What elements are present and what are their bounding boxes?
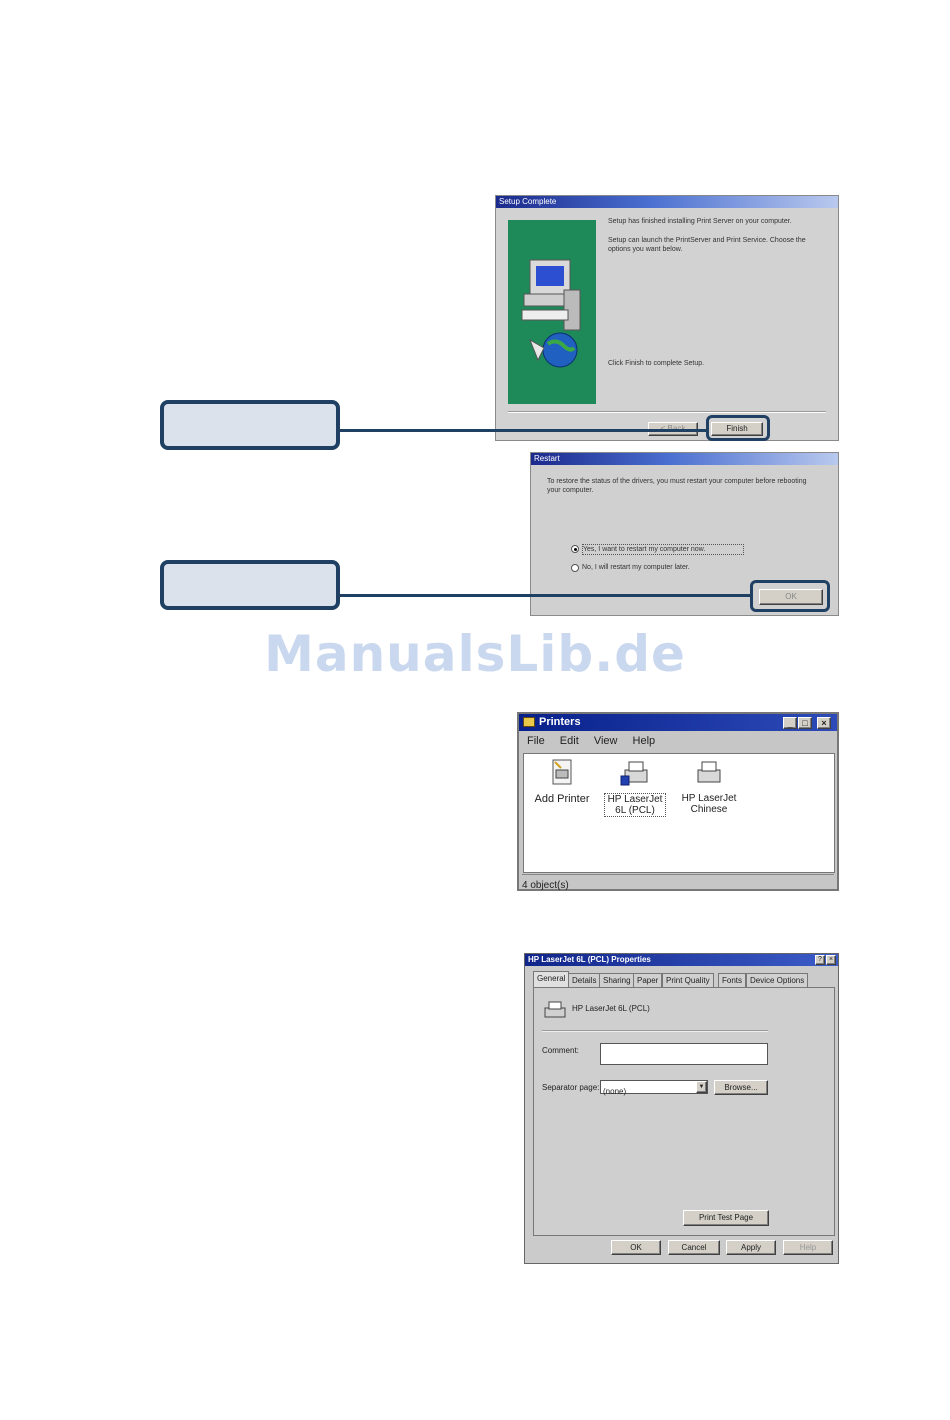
callout-line-1 (340, 429, 708, 432)
properties-close-button[interactable]: × (826, 955, 836, 965)
tab-details[interactable]: Details (568, 973, 601, 988)
print-test-page-button[interactable]: Print Test Page (683, 1210, 769, 1226)
properties-dialog: HP LaserJet 6L (PCL) Properties ? × Gene… (524, 953, 839, 1264)
restart-dialog: Restart To restore the status of the dri… (530, 452, 839, 616)
setup-line2: Setup can launch the PrintServer and Pri… (608, 237, 806, 253)
hp-laserjet-chinese-label: HP LaserJet Chinese (681, 793, 737, 815)
printers-title: Printers (539, 716, 581, 728)
hp-laserjet-chinese-item[interactable]: HP LaserJet Chinese (676, 758, 742, 815)
panel-separator (542, 1030, 768, 1032)
comment-label: Comment: (542, 1046, 579, 1055)
watermark: ManualsLib.de (264, 625, 686, 683)
setup-complete-dialog: Setup Complete Setup has finished instal… (495, 195, 839, 441)
status-bar: 4 object(s) (522, 874, 834, 891)
tab-print-quality[interactable]: Print Quality (662, 973, 714, 988)
tab-panel: HP LaserJet 6L (PCL) Comment: Separator … (533, 987, 835, 1236)
tab-strip: General Details Sharing Paper Print Qual… (533, 971, 833, 988)
minimize-button[interactable]: _ (783, 717, 797, 729)
properties-title: HP LaserJet 6L (PCL) Properties (528, 955, 651, 964)
hp-laserjet-6l-label: HP LaserJet 6L (PCL) (604, 793, 666, 817)
separator-line (508, 411, 826, 413)
maximize-button[interactable]: □ (798, 717, 812, 729)
callout-box-1 (160, 400, 340, 450)
setup-dialog-title: Setup Complete (496, 196, 838, 208)
callout-line-2 (340, 594, 752, 597)
printers-content: Add Printer HP LaserJet 6L (PCL) HP Lase… (523, 753, 835, 873)
printer-icon (620, 761, 648, 786)
help-question-button[interactable]: ? (815, 955, 825, 965)
apply-button[interactable]: Apply (726, 1240, 776, 1255)
comment-field[interactable] (600, 1043, 768, 1065)
menu-file[interactable]: File (527, 735, 545, 747)
menu-view[interactable]: View (593, 735, 618, 747)
callout-box-2 (160, 560, 340, 610)
restart-message: To restore the status of the drivers, yo… (547, 478, 807, 494)
add-printer-icon (552, 759, 572, 785)
separator-page-select[interactable]: (none) ▼ (600, 1080, 708, 1096)
restart-later-label: No, I will restart my computer later. (582, 564, 690, 571)
setup-line1: Setup has finished installing Print Serv… (608, 218, 792, 225)
cancel-button[interactable]: Cancel (668, 1240, 720, 1255)
printer-icon (544, 1001, 566, 1018)
printer-name: HP LaserJet 6L (PCL) (572, 1004, 650, 1013)
hp-laserjet-6l-item[interactable]: HP LaserJet 6L (PCL) (604, 758, 666, 817)
printer-icon (697, 761, 721, 783)
add-printer-item[interactable]: Add Printer (532, 758, 592, 805)
restart-later-radio[interactable] (571, 564, 579, 572)
properties-titlebar (525, 954, 838, 966)
restart-dialog-title: Restart (531, 453, 838, 465)
chevron-down-icon[interactable]: ▼ (696, 1081, 707, 1093)
menu-help[interactable]: Help (632, 735, 656, 747)
restart-now-label: Yes, I want to restart my computer now. (582, 544, 744, 555)
separator-page-label: Separator page: (542, 1083, 600, 1092)
restart-now-radio[interactable] (571, 545, 579, 553)
restart-ok-button[interactable]: OK (759, 589, 823, 605)
tab-device-options[interactable]: Device Options (746, 973, 809, 988)
finish-highlight (706, 415, 770, 441)
tab-sharing[interactable]: Sharing (599, 973, 635, 988)
finish-button[interactable]: Finish (711, 422, 763, 436)
browse-button[interactable]: Browse... (714, 1080, 768, 1095)
tab-general[interactable]: General (533, 971, 570, 988)
ok-highlight (750, 580, 830, 612)
setup-side-image (508, 220, 596, 404)
computer-globe-icon (521, 259, 581, 368)
add-printer-label: Add Printer (534, 793, 590, 805)
setup-finish-hint: Click Finish to complete Setup. (608, 360, 705, 367)
status-text: 4 object(s) (522, 880, 569, 891)
tab-paper[interactable]: Paper (633, 973, 663, 988)
ok-button[interactable]: OK (611, 1240, 661, 1255)
folder-icon (523, 717, 535, 727)
menu-edit[interactable]: Edit (559, 735, 579, 747)
close-button[interactable]: × (817, 717, 831, 729)
menu-bar: File Edit View Help (527, 735, 655, 749)
tab-fonts[interactable]: Fonts (718, 973, 747, 988)
printers-window: Printers _ □ × File Edit View Help Add P… (517, 712, 839, 891)
printers-titlebar (519, 714, 837, 731)
help-button[interactable]: Help (783, 1240, 833, 1255)
separator-page-value: (none) (603, 1087, 627, 1096)
